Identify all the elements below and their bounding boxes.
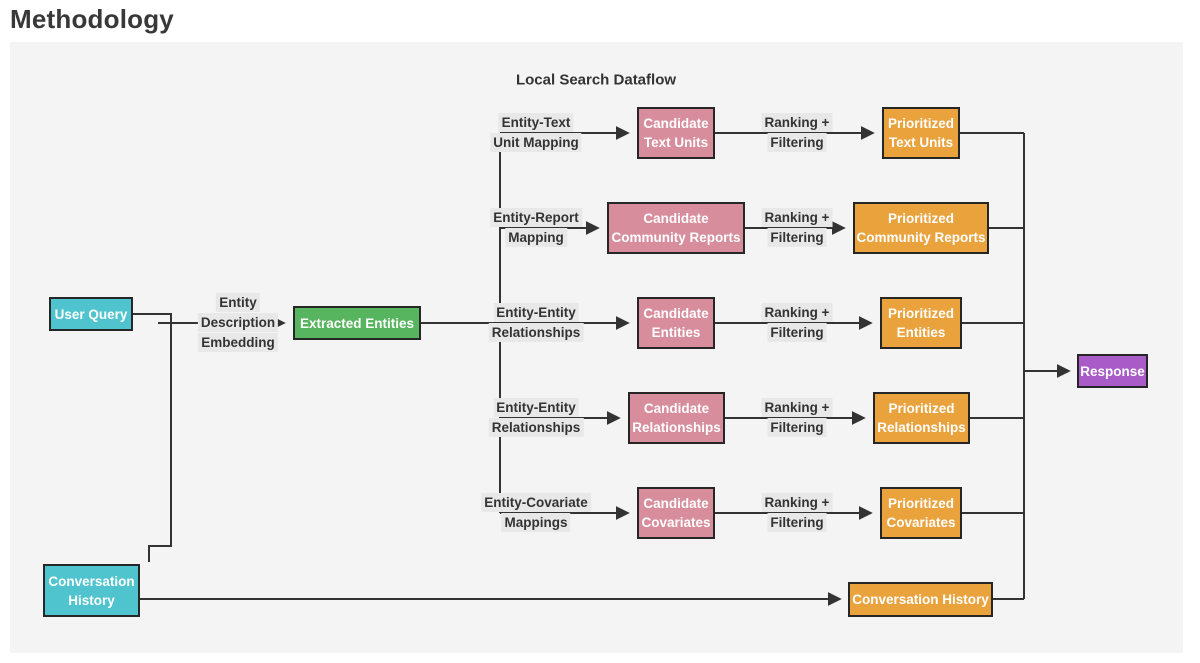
edge-label-ranking-row5: Ranking + Filtering bbox=[761, 493, 833, 533]
edge-label-entity-embedding: Entity Description Embedding bbox=[197, 293, 279, 353]
page-title: Methodology bbox=[10, 4, 174, 34]
edge-label-ranking-row3: Ranking + Filtering bbox=[761, 303, 833, 343]
node-conversation-history-output: Conversation History bbox=[848, 582, 993, 617]
edge-label-mapping-row3: Entity-Entity Relationships bbox=[488, 303, 584, 343]
edge-label-ranking-row2: Ranking + Filtering bbox=[761, 208, 833, 248]
node-conversation-history: Conversation History bbox=[43, 564, 140, 617]
node-candidate-relationships: Candidate Relationships bbox=[628, 392, 725, 444]
edge-label-mapping-row5: Entity-Covariate Mappings bbox=[481, 493, 591, 533]
edge-label-mapping-row1: Entity-Text Unit Mapping bbox=[490, 113, 582, 153]
edge-label-ranking-row4: Ranking + Filtering bbox=[761, 398, 833, 438]
node-prioritized-entities: Prioritized Entities bbox=[880, 297, 962, 349]
diagram-canvas bbox=[10, 42, 1183, 653]
node-prioritized-relationships: Prioritized Relationships bbox=[873, 392, 970, 444]
node-candidate-entities: Candidate Entities bbox=[637, 297, 715, 349]
node-prioritized-text-units: Prioritized Text Units bbox=[882, 107, 960, 159]
node-prioritized-covariates: Prioritized Covariates bbox=[880, 487, 962, 539]
node-response: Response bbox=[1077, 354, 1148, 388]
node-candidate-community-reports: Candidate Community Reports bbox=[607, 202, 745, 254]
node-candidate-text-units: Candidate Text Units bbox=[637, 107, 715, 159]
node-user-query: User Query bbox=[49, 297, 133, 331]
node-extracted-entities: Extracted Entities bbox=[293, 306, 421, 340]
node-candidate-covariates: Candidate Covariates bbox=[637, 487, 715, 539]
edge-label-mapping-row2: Entity-Report Mapping bbox=[490, 208, 582, 248]
node-prioritized-community-reports: Prioritized Community Reports bbox=[853, 202, 989, 254]
diagram-title: Local Search Dataflow bbox=[515, 71, 677, 89]
edge-label-ranking-row1: Ranking + Filtering bbox=[761, 113, 833, 153]
edge-label-mapping-row4: Entity-Entity Relationships bbox=[488, 398, 584, 438]
